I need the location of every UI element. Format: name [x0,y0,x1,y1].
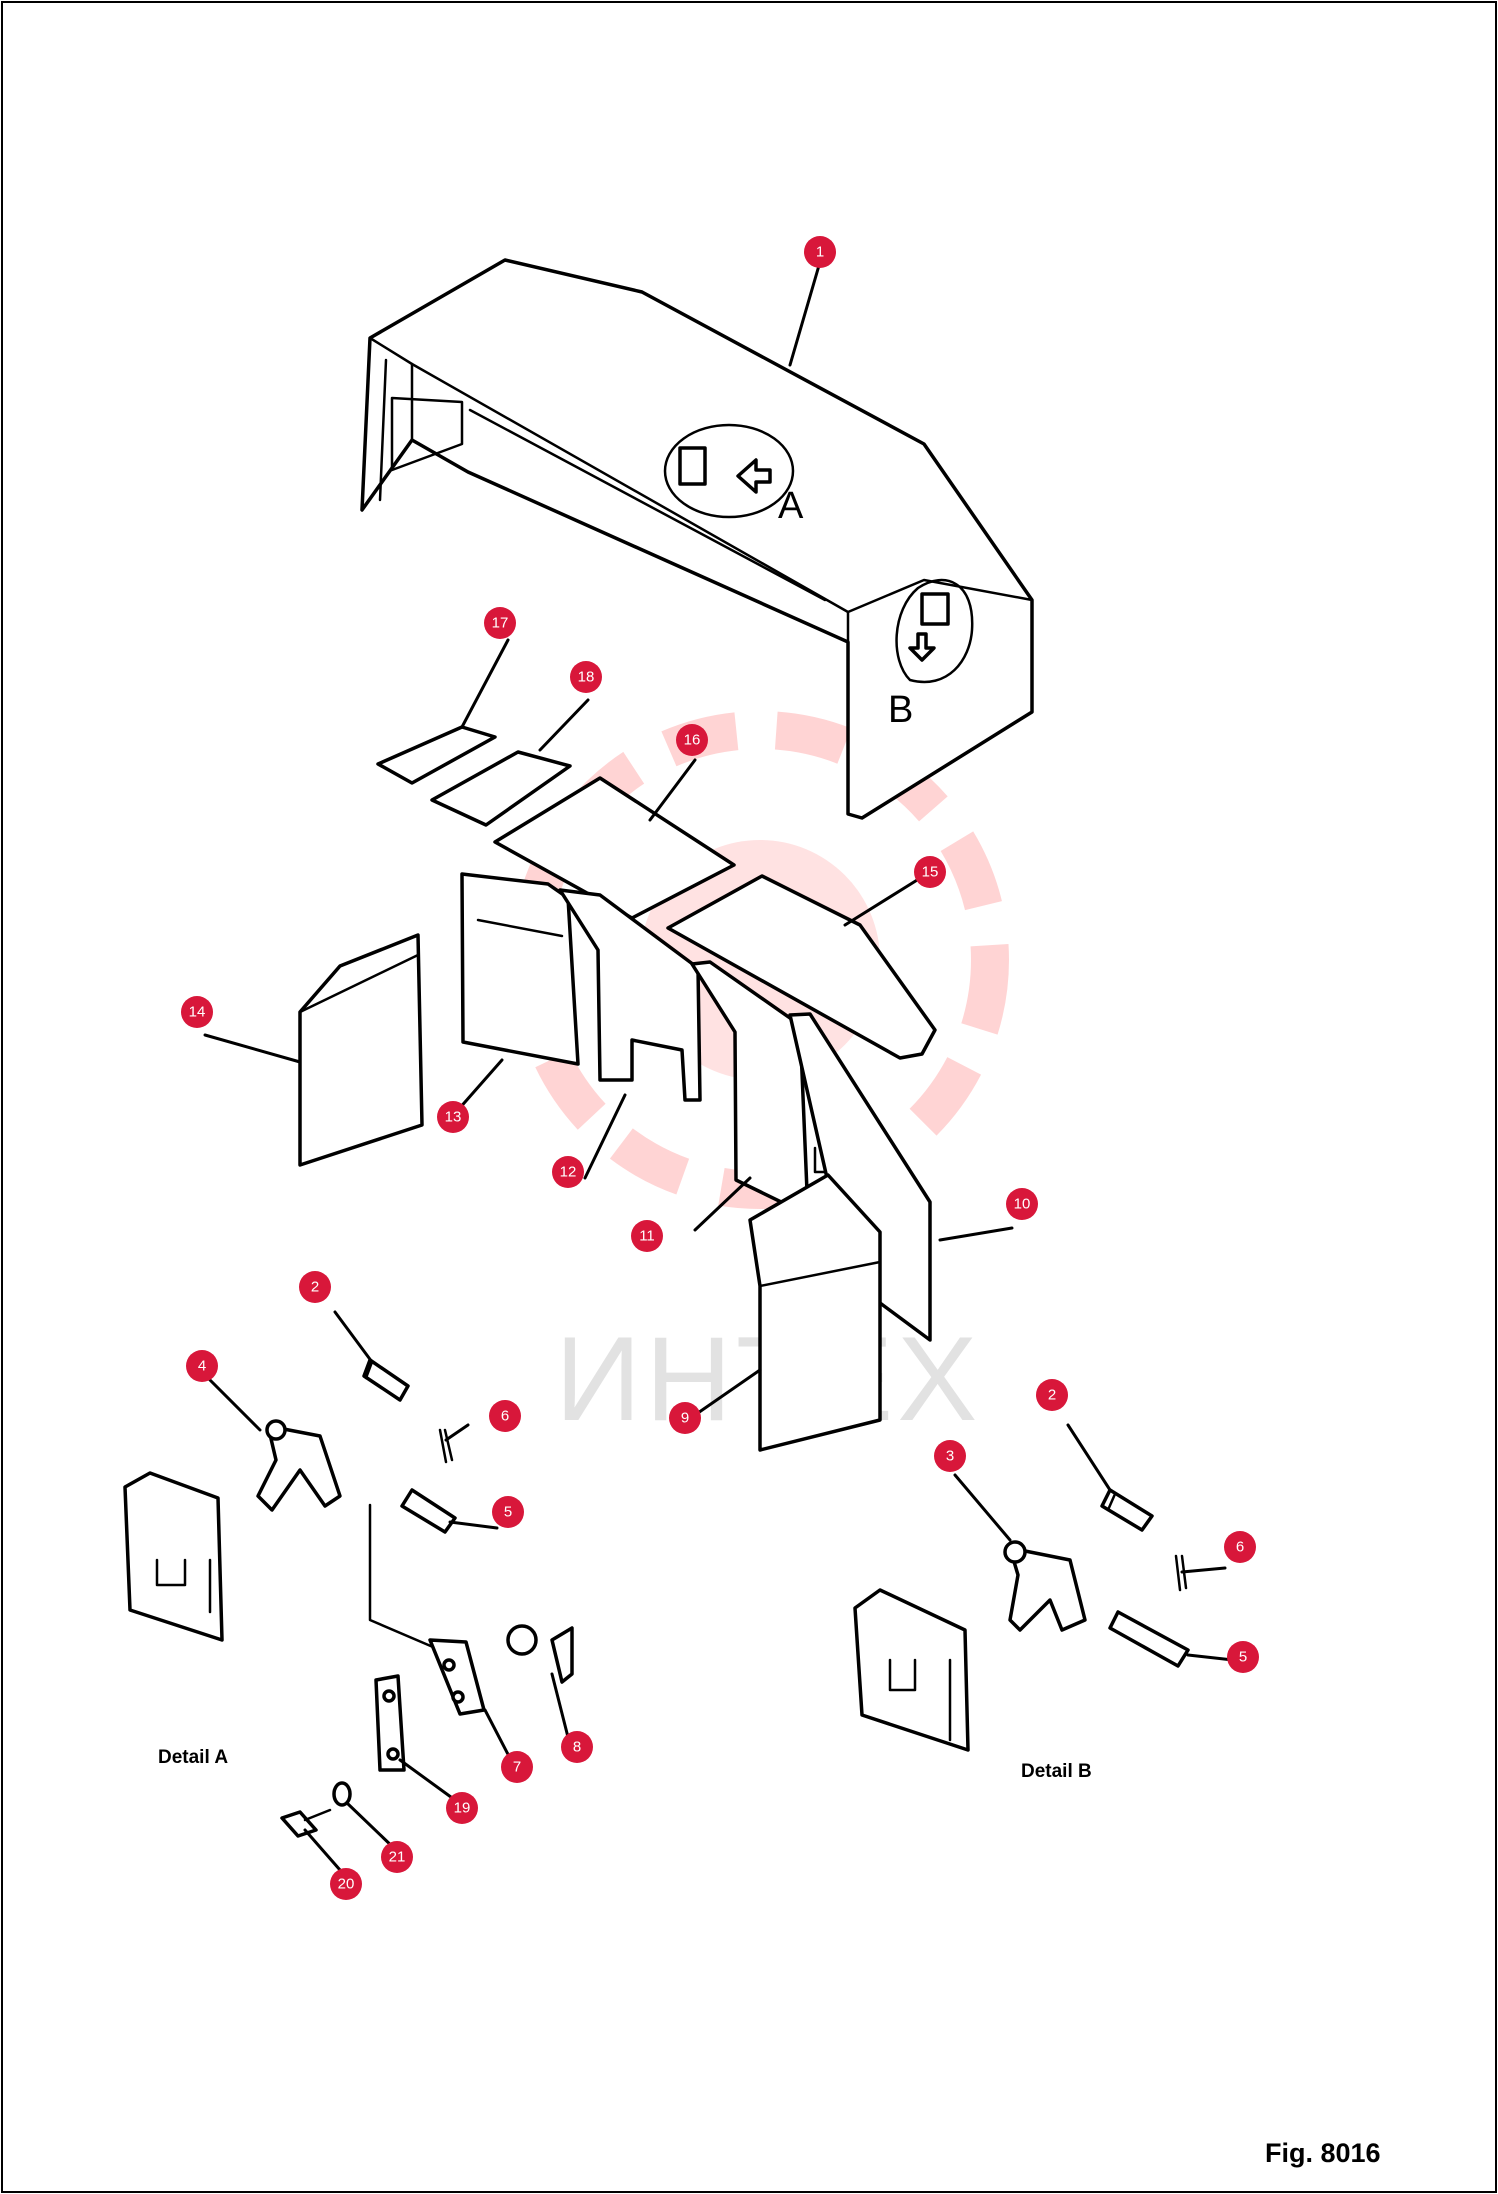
view-letter-b: B [888,689,913,731]
callout-19[interactable]: 19 [446,1792,478,1824]
svg-text:2: 2 [1048,1387,1056,1404]
part-15-pad [666,874,937,1060]
svg-text:17: 17 [492,615,509,632]
callout-17[interactable]: 17 [484,607,516,639]
svg-text:10: 10 [1014,1196,1031,1213]
view-letter-a: A [778,485,804,527]
svg-text:13: 13 [445,1109,462,1126]
detail-a-latch [256,1424,342,1512]
svg-text:1: 1 [816,244,824,261]
detail-b-latch [1008,1546,1087,1632]
detail-b-plate [853,1588,970,1752]
svg-text:12: 12 [560,1164,577,1181]
callouts: 1 17 18 16 15 14 13 12 11 10 9 2 4 6 5 8… [181,236,1259,1900]
callout-2-a[interactable]: 2 [299,1271,331,1303]
callout-11[interactable]: 11 [631,1220,663,1252]
part-14-panel [298,933,424,1167]
callout-13[interactable]: 13 [437,1101,469,1133]
callout-7[interactable]: 7 [501,1751,533,1783]
svg-text:5: 5 [1239,1649,1247,1666]
callout-5-a[interactable]: 5 [492,1496,524,1528]
part-6-cotter-a [438,1428,448,1464]
svg-text:11: 11 [639,1228,655,1245]
detail-a-label: Detail A [158,1747,228,1768]
leader-lines [203,260,1235,1872]
callout-6-a[interactable]: 6 [489,1400,521,1432]
svg-text:6: 6 [501,1408,509,1425]
svg-text:19: 19 [454,1800,471,1817]
part-8-lock-icon [506,1624,538,1656]
part-12-panel [558,888,702,1102]
part-19-plate-a [374,1674,406,1772]
view-a-marker-icon [663,423,795,519]
svg-text:20: 20 [338,1876,355,1893]
part-18-pad [430,750,572,827]
svg-text:3: 3 [946,1448,954,1465]
svg-text:16: 16 [684,732,701,749]
part-1-cover [360,258,1034,820]
part-13-panel [460,872,580,1066]
part-17-pad [376,725,497,785]
callout-8[interactable]: 8 [561,1731,593,1763]
callout-1[interactable]: 1 [804,236,836,268]
svg-text:9: 9 [681,1410,689,1427]
svg-text:8: 8 [573,1739,581,1756]
svg-text:5: 5 [504,1504,512,1521]
part-6-cotter-b [1174,1554,1182,1592]
callout-21[interactable]: 21 [381,1841,413,1873]
svg-text:18: 18 [578,669,595,686]
svg-text:15: 15 [922,864,939,881]
part-2-spring-b [1100,1488,1154,1532]
part-9-panel [748,1173,882,1452]
svg-text:21: 21 [389,1849,406,1866]
callout-5-b[interactable]: 5 [1227,1641,1259,1673]
callout-10[interactable]: 10 [1006,1188,1038,1220]
callout-14[interactable]: 14 [181,996,213,1028]
callout-15[interactable]: 15 [914,856,946,888]
callout-3[interactable]: 3 [934,1440,966,1472]
callout-6-b[interactable]: 6 [1224,1531,1256,1563]
figure-label: Fig. 8016 [1265,2138,1381,2168]
callout-9[interactable]: 9 [669,1402,701,1434]
part-5-pin-a [400,1488,457,1534]
part-5-pin-b [1108,1610,1190,1668]
callout-2-b[interactable]: 2 [1036,1379,1068,1411]
svg-text:6: 6 [1236,1539,1244,1556]
svg-text:14: 14 [189,1004,206,1021]
view-b-marker-icon [895,578,974,684]
part-20-bolt [280,1810,318,1838]
part-21-washer [332,1781,352,1807]
callout-4[interactable]: 4 [186,1350,218,1382]
detail-b-label: Detail B [1021,1761,1092,1782]
svg-text:7: 7 [513,1759,521,1776]
detail-a-group [123,1358,574,1838]
callout-20[interactable]: 20 [330,1868,362,1900]
callout-18[interactable]: 18 [570,661,602,693]
callout-12[interactable]: 12 [552,1156,584,1188]
detail-b-group [853,1488,1190,1752]
svg-text:4: 4 [198,1358,206,1375]
callout-16[interactable]: 16 [676,724,708,756]
detail-a-plate [123,1471,224,1642]
svg-text:2: 2 [311,1279,319,1296]
part-2-spring-a [362,1358,410,1402]
